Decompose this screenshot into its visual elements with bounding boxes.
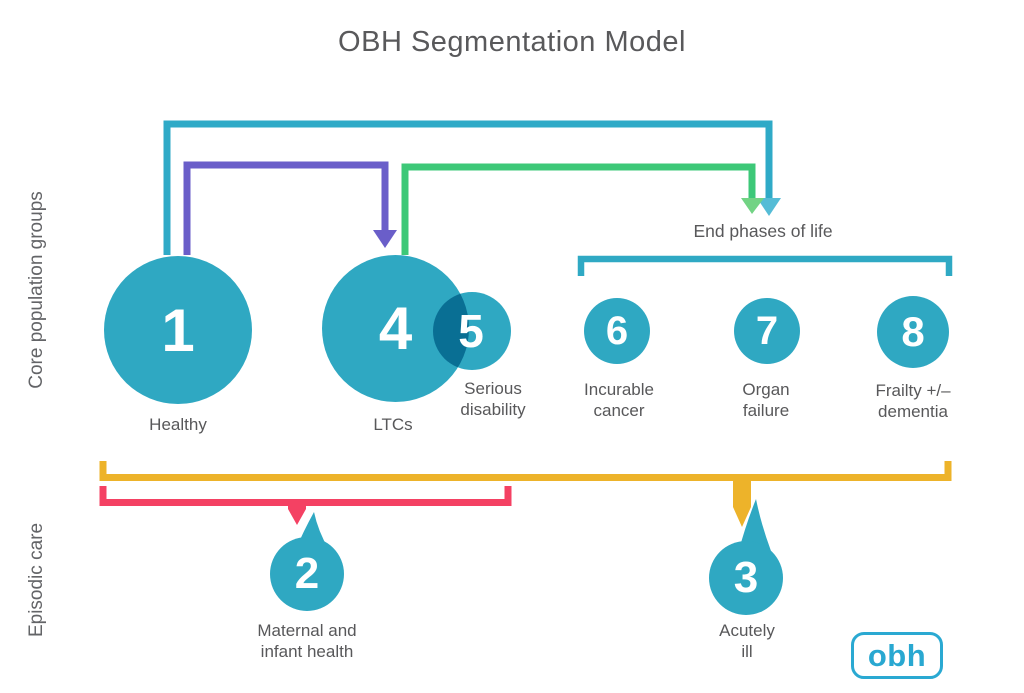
arrow-healthy-to-end-phases-head-icon xyxy=(757,198,781,216)
label-incurable-line2: cancer xyxy=(593,401,645,420)
segment-number-7: 7 xyxy=(755,308,779,353)
page-title: OBH Segmentation Model xyxy=(338,26,686,58)
end-phases-of-life-label: End phases of life xyxy=(693,221,833,241)
obh-logo: obh xyxy=(851,632,943,679)
label-frailty-line1: Frailty +/– xyxy=(875,381,951,400)
label-acutely-line2: ill xyxy=(741,642,753,661)
label-maternal-infant-health: Maternal and infant health xyxy=(237,620,377,662)
maternal-bracket xyxy=(99,486,512,506)
segment-number-8: 8 xyxy=(901,308,925,355)
label-ltcs: LTCs xyxy=(373,415,413,434)
label-maternal-line2: infant health xyxy=(260,642,354,661)
circle-3-spike-icon xyxy=(739,499,771,551)
arrow-ltcs-to-end-phases-head-icon xyxy=(741,198,764,214)
episodic-care-bracket xyxy=(99,461,952,481)
segment-circle-8-frailty-dementia: 8 xyxy=(877,296,949,368)
segment-circle-6-incurable-cancer: 6 xyxy=(584,298,650,364)
segment-number-5: 5 xyxy=(458,305,484,357)
end-phases-bracket xyxy=(577,255,953,276)
label-acutely-ill: Acutely ill xyxy=(687,620,807,662)
maternal-bracket-arrow-icon xyxy=(288,503,306,525)
segment-circle-2-maternal: 2 xyxy=(270,537,344,611)
label-healthy: Healthy xyxy=(149,415,207,434)
label-serious-disability: Serious disability xyxy=(433,378,553,420)
segment-number-4: 4 xyxy=(378,295,413,362)
arrow-healthy-to-ltcs xyxy=(183,161,389,255)
arrow-ltcs-to-end-phases xyxy=(401,163,756,255)
segment-circle-7-organ-failure: 7 xyxy=(734,298,800,364)
label-serious-line1: Serious xyxy=(464,379,522,398)
segment-circle-4-ltcs: 4 xyxy=(322,255,469,402)
arrow-healthy-to-ltcs-head-icon xyxy=(373,230,397,248)
obh-logo-text: obh xyxy=(867,637,927,673)
label-acutely-line1: Acutely xyxy=(719,621,775,640)
segment-number-1: 1 xyxy=(161,296,195,364)
label-incurable-line1: Incurable xyxy=(584,380,654,399)
segment-number-6: 6 xyxy=(605,308,629,353)
label-organ-line1: Organ xyxy=(742,380,790,399)
label-maternal-line1: Maternal and xyxy=(257,621,357,640)
label-organ-failure: Organ failure xyxy=(706,379,826,421)
arrow-healthy-to-end-phases xyxy=(163,120,773,255)
label-frailty-line2: dementia xyxy=(878,402,948,421)
label-organ-line2: failure xyxy=(742,401,790,420)
segment-circle-3-acutely-ill: 3 xyxy=(709,541,783,615)
label-serious-line2: disability xyxy=(460,400,526,419)
episodic-bracket-arrow-to-acutely-ill-icon xyxy=(733,478,751,527)
segment-number-2: 2 xyxy=(294,549,320,598)
segment-number-3: 3 xyxy=(733,553,759,602)
segment-circle-1-healthy: 1 xyxy=(104,256,252,404)
label-incurable-cancer: Incurable cancer xyxy=(559,379,679,421)
label-frailty-dementia: Frailty +/– dementia xyxy=(853,380,973,422)
segment-circle-5-serious-disability xyxy=(433,292,511,370)
